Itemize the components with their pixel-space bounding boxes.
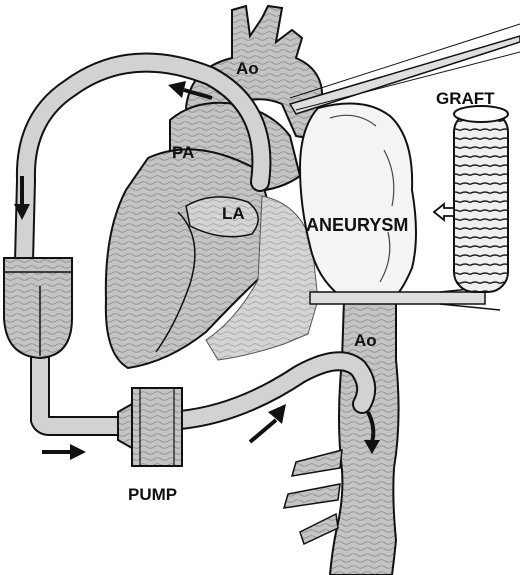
label-ao-top: Ao [236,59,259,78]
label-la: LA [222,204,245,223]
flow-arrow-tube-top [168,81,213,100]
flow-arrow-tube-left-down [14,176,30,220]
branch-vessel-2 [282,483,341,509]
branch-vessel-3 [299,512,339,546]
upper-clamp [288,35,520,115]
graft [453,105,509,293]
pump [117,387,183,467]
lung-tissue [205,195,319,361]
lower-clamp [309,291,486,305]
aneurysm-wall-contour [329,114,395,283]
label-aneurysm: ANEURYSM [306,215,408,235]
upper-clamp-jaw [289,23,520,111]
graft-insert-arrow [432,202,455,222]
flow-arrow-aorta-down [364,411,380,454]
branch-vessel-1 [290,448,343,477]
label-pa: PA [172,143,194,162]
flow-arrow-to-pump [42,444,86,460]
label-graft: GRAFT [436,89,495,108]
left-atrium [185,196,259,238]
bypass-tube [14,52,377,436]
flow-arrow-to-aorta [248,404,286,444]
label-pump: PUMP [128,485,177,504]
reservoir [3,257,73,360]
aneurysm [298,102,417,301]
interventricular-groove [155,211,196,353]
label-ao-bottom: Ao [354,331,377,350]
